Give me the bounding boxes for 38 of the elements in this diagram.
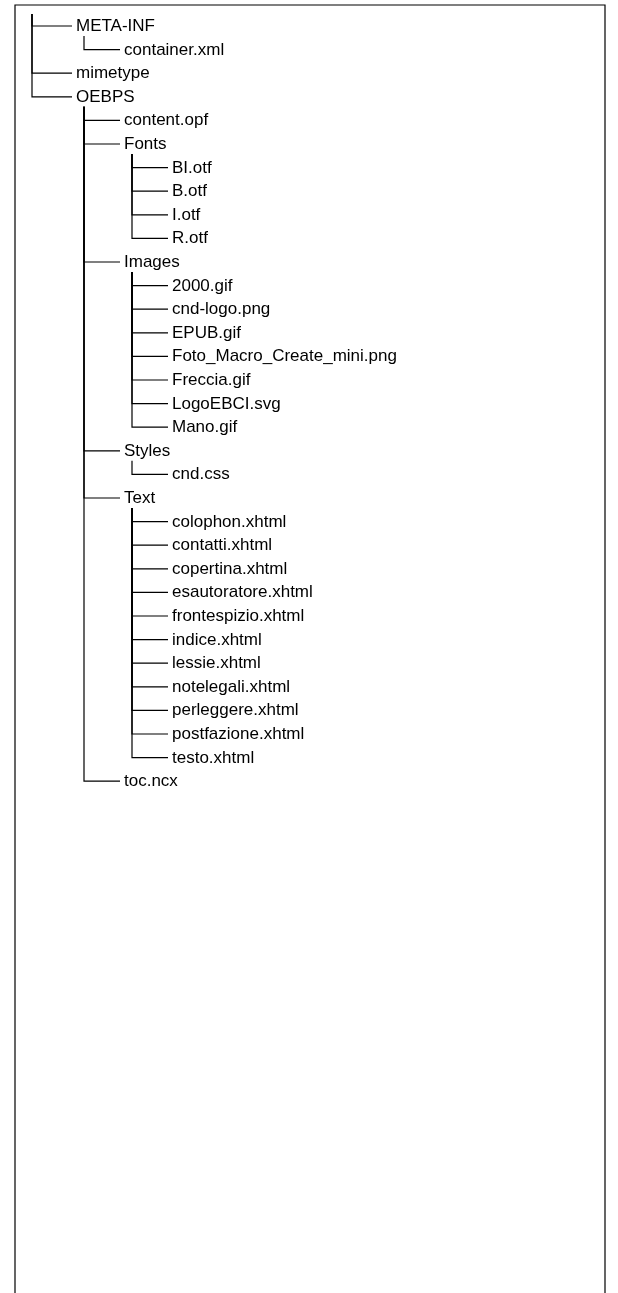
file-name: frontespizio.xhtml: [172, 606, 305, 626]
folder-name: META-INF: [76, 16, 155, 36]
file-name: indice.xhtml: [172, 629, 262, 650]
file-name: postfazione.xhtml: [172, 724, 305, 744]
tree-connector: [83, 35, 121, 51]
file-name: content.opf: [124, 110, 209, 131]
file-name: esautoratore.xhtml: [172, 582, 313, 603]
folder-name: Text: [124, 488, 156, 508]
file-name: B.otf: [172, 181, 207, 202]
file-name: lessie.xhtml: [172, 653, 261, 674]
folder-name: Images: [124, 252, 180, 272]
folder-name: OEBPS: [76, 86, 135, 107]
file-name: EPUB.gif: [172, 322, 241, 343]
file-name: Freccia.gif: [172, 370, 251, 390]
tree-connector: [131, 460, 169, 475]
tree-connector: [131, 153, 169, 239]
file-name: copertina.xhtml: [172, 558, 288, 579]
file-name: colophon.xhtml: [172, 511, 287, 532]
file-name: toc.ncx: [124, 771, 178, 792]
file-name: R.otf: [172, 228, 208, 249]
file-name: testo.xhtml: [172, 747, 255, 768]
folder-name: Fonts: [124, 134, 167, 154]
file-name: I.otf: [172, 204, 201, 225]
tree-connector: [31, 13, 73, 98]
file-name: LogoEBCI.svg: [172, 393, 281, 414]
file-name: perleggere.xhtml: [172, 700, 299, 721]
file-name: BI.otf: [172, 157, 212, 178]
tree-connector: [83, 106, 121, 782]
file-name: cnd-logo.png: [172, 299, 271, 320]
file-name: cnd.css: [172, 464, 230, 485]
file-name: container.xml: [124, 39, 225, 60]
file-name: contatti.xhtml: [172, 535, 273, 556]
folder-name: Styles: [124, 440, 171, 461]
file-name: Mano.gif: [172, 417, 238, 438]
file-name: mimetype: [76, 63, 150, 84]
file-name: notelegali.xhtml: [172, 676, 291, 697]
file-name: Foto_Macro_Create_mini.png: [172, 346, 397, 367]
file-name: 2000.gif: [172, 275, 233, 296]
